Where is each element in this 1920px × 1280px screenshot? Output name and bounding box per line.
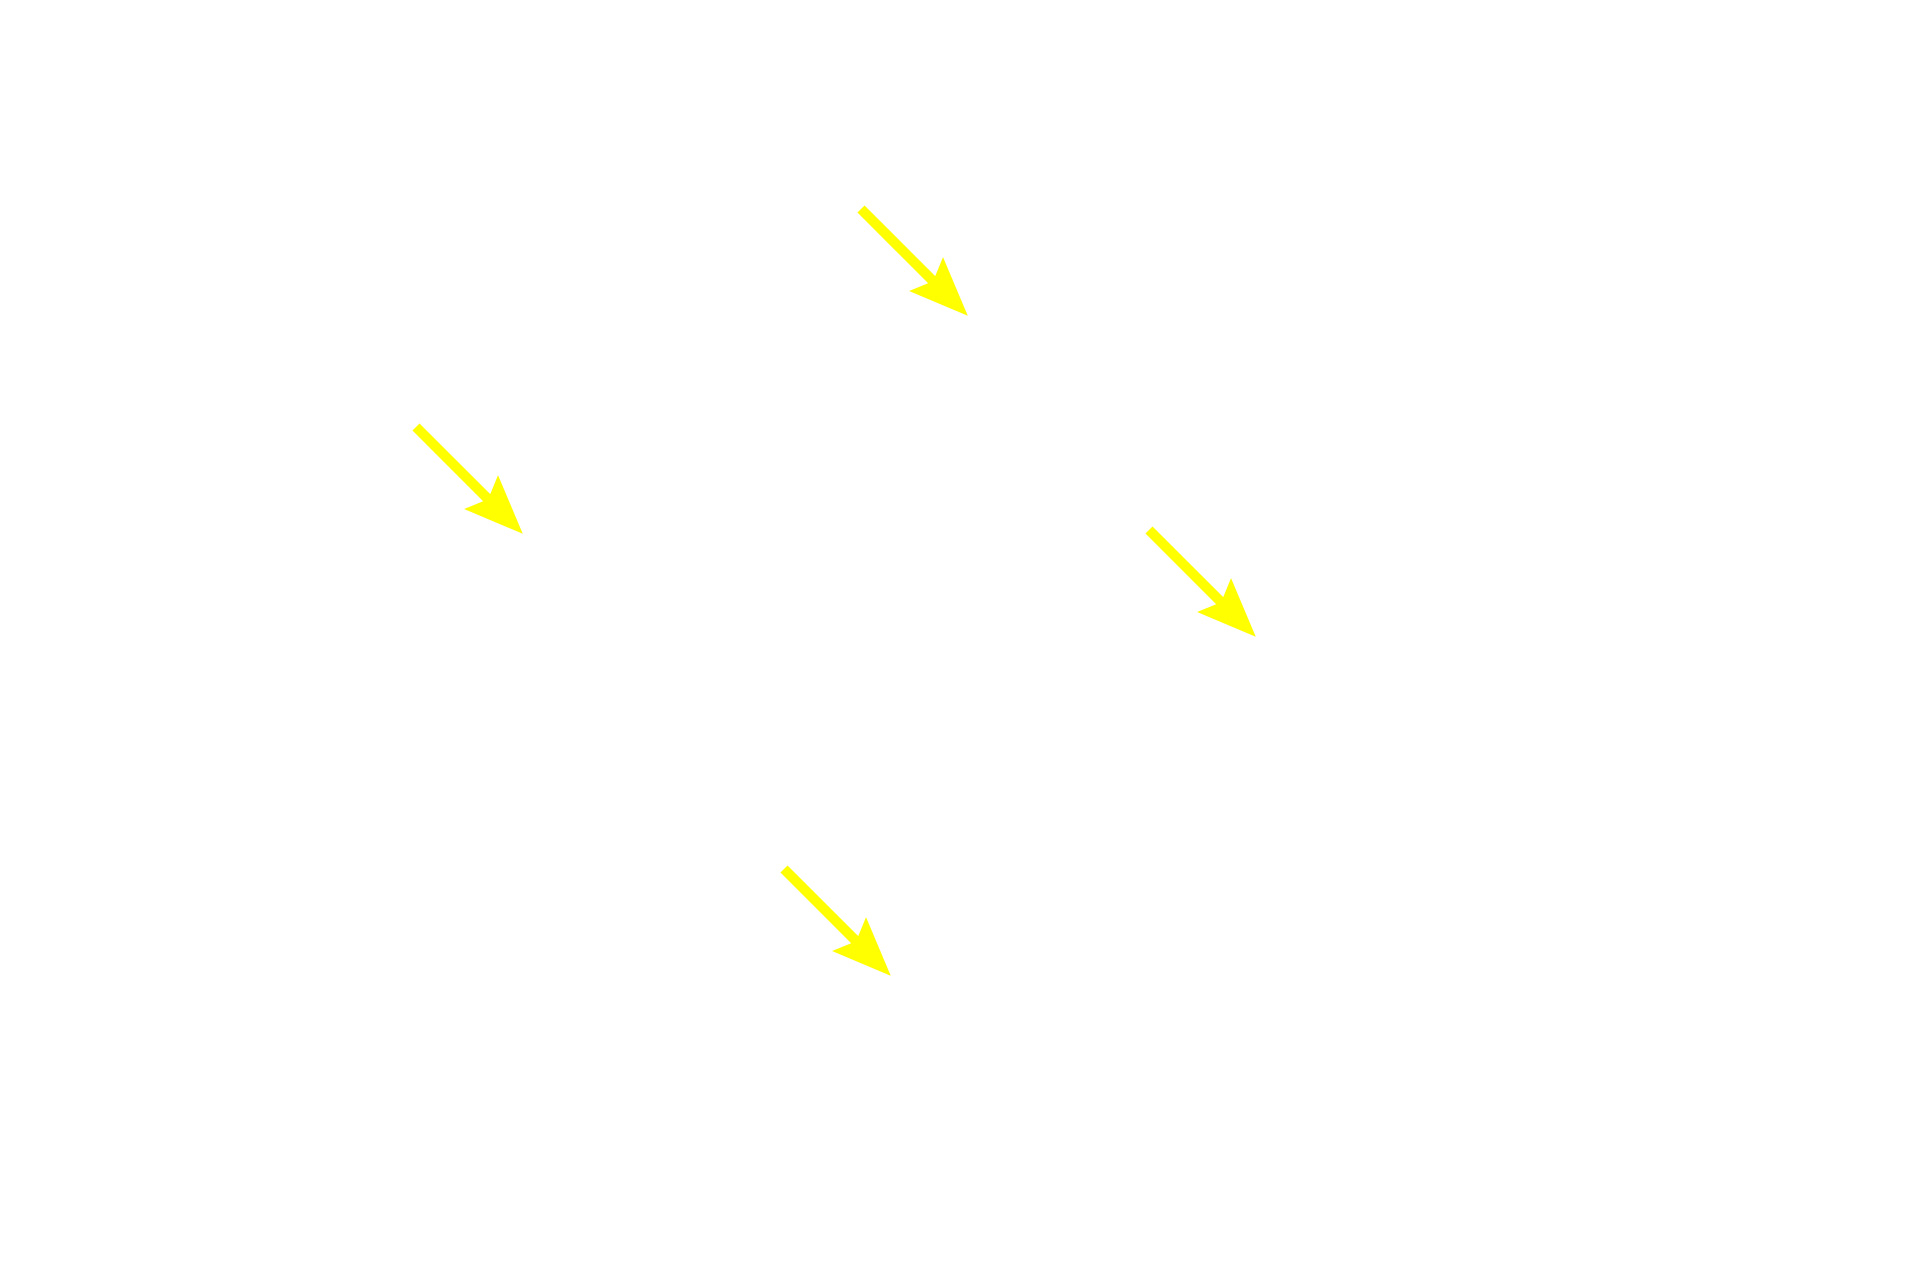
arrow-pointer-icon [780,865,891,976]
arrow-pointer-icon [1145,526,1256,637]
arrow-pointer-icon [857,205,968,316]
arrow-pointer-icon [412,423,523,534]
